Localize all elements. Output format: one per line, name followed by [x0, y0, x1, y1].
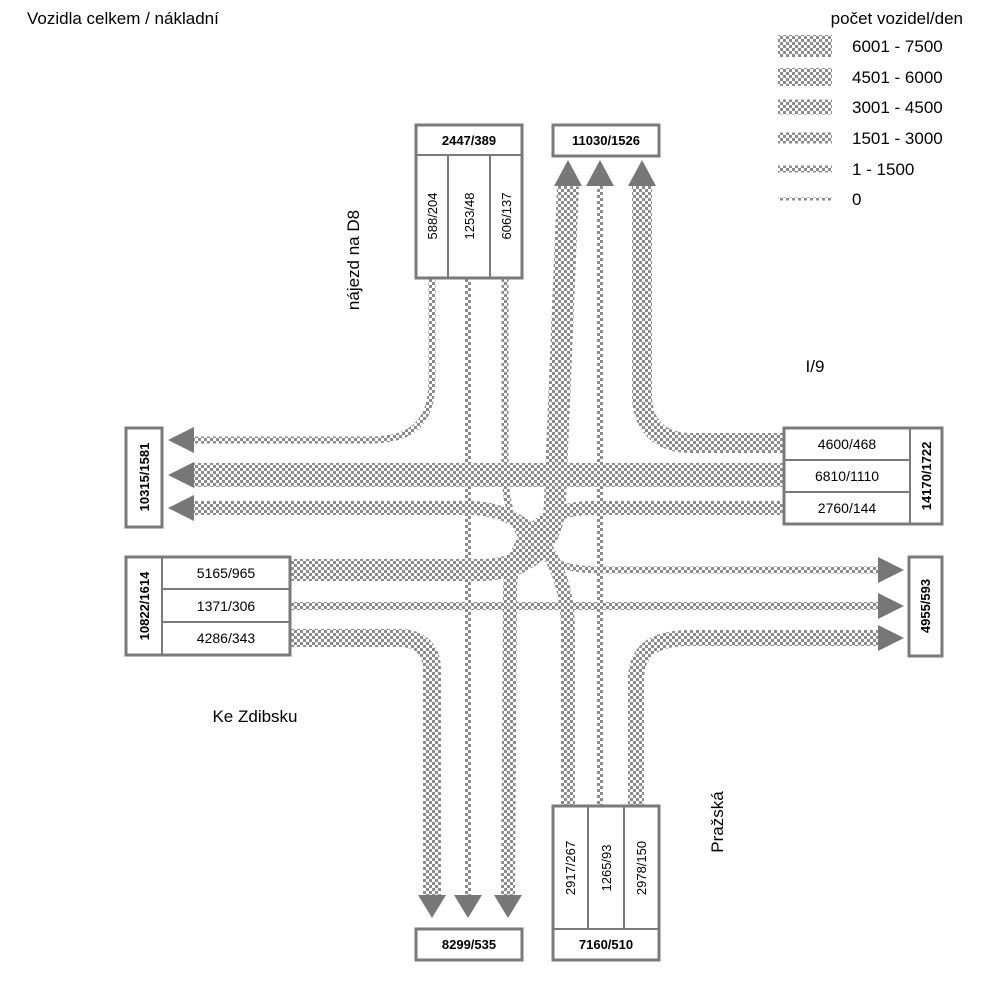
east-lane-1: 4600/468 [818, 436, 877, 452]
west-lane-3: 4286/343 [197, 630, 256, 646]
east-out-total: 4955/593 [918, 579, 933, 633]
legend-item: 3001 - 4500 [852, 98, 943, 117]
south-out-box [414, 927, 524, 962]
south-approach: 2917/267 1265/93 2978/150 7160/510 8299/… [414, 804, 661, 962]
east-lane-2: 6810/1110 [815, 468, 879, 484]
arrow-left-icon [168, 427, 194, 453]
road-name-west: Ke Zdibsku [212, 707, 297, 726]
west-out-box [124, 426, 164, 529]
arrow-left-icon [168, 462, 194, 488]
arrow-down-icon [418, 895, 446, 918]
arrow-down-icon [494, 895, 522, 918]
flow-bands [194, 185, 878, 896]
flow-south-to-west [194, 501, 575, 805]
arrowheads [168, 160, 904, 918]
flow-north-to-west [194, 278, 436, 444]
flow-west-to-south [290, 629, 441, 895]
arrow-left-icon [168, 495, 194, 521]
arrow-up-icon [586, 160, 614, 186]
flow-east-to-north [632, 186, 784, 453]
legend-item: 0 [852, 190, 861, 209]
west-in-total: 10822/1614 [137, 571, 152, 640]
east-in-total: 14170/1722 [919, 442, 934, 511]
north-in-total: 2447/389 [442, 133, 496, 148]
north-approach: 2447/389 588/204 1253/48 606/137 11030/1… [414, 123, 661, 280]
south-in-total: 7160/510 [579, 937, 633, 952]
flow-south-to-east [628, 630, 878, 805]
flow-north-to-east [501, 278, 878, 574]
arrow-up-icon [628, 160, 656, 186]
north-lane-1: 588/204 [425, 193, 440, 240]
north-out-total: 11030/1526 [572, 133, 640, 148]
north-lane-3: 606/137 [499, 193, 514, 240]
legend-title: počet vozidel/den [831, 9, 963, 28]
south-out-total: 8299/535 [442, 937, 496, 952]
west-lane-1: 5165/965 [197, 565, 256, 581]
east-approach: 4600/468 6810/1110 2760/144 14170/1722 4… [782, 426, 944, 658]
arrow-right-icon [878, 593, 904, 619]
south-in-box [551, 804, 661, 962]
south-lane-1: 2917/267 [563, 841, 578, 895]
arrow-up-icon [554, 160, 582, 186]
legend-item: 1501 - 3000 [852, 129, 943, 148]
legend-item: 1 - 1500 [852, 160, 914, 179]
arrow-down-icon [454, 895, 482, 918]
east-lane-3: 2760/144 [818, 500, 877, 516]
west-in-box [124, 555, 292, 657]
east-in-box [782, 426, 944, 526]
road-name-north: nájezd na D8 [344, 210, 363, 310]
arrow-right-icon [878, 625, 904, 651]
arrow-right-icon [878, 557, 904, 583]
legend: počet vozidel/den 6001 - 7500 4501 - 600… [778, 9, 963, 209]
diagram-title: Vozidla celkem / nákladní [27, 9, 219, 28]
road-name-east: I/9 [806, 357, 825, 376]
east-out-box [907, 555, 944, 658]
north-in-box [414, 123, 524, 280]
legend-item: 4501 - 6000 [852, 68, 943, 87]
west-approach: 10315/1581 10822/1614 5165/965 1371/306 … [124, 426, 292, 657]
legend-item: 6001 - 7500 [852, 37, 943, 56]
road-name-south: Pražská [708, 791, 727, 853]
north-lane-2: 1253/48 [462, 193, 477, 240]
south-lane-3: 2978/150 [634, 841, 649, 895]
south-lane-2: 1265/93 [599, 845, 614, 892]
west-out-total: 10315/1581 [137, 443, 152, 512]
west-lane-2: 1371/306 [197, 598, 256, 614]
north-out-box [551, 123, 661, 158]
